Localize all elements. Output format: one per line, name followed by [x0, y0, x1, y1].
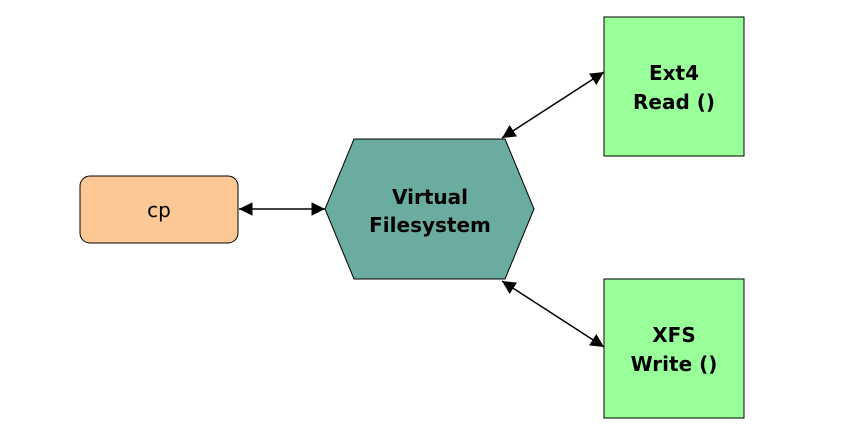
node-cp-label: cp [147, 198, 171, 222]
node-xfs: XFS Write () [603, 278, 745, 419]
edge-vfs-xfs [501, 280, 605, 348]
node-vfs-shape [324, 138, 535, 280]
node-ext4-label-line2: Read () [633, 90, 715, 114]
edge-vfs-ext4 [501, 71, 605, 139]
node-xfs-shape [603, 278, 745, 419]
node-cp-shape [79, 175, 239, 244]
node-vfs-label-line1: Virtual [392, 185, 468, 209]
node-xfs-label-line1: XFS [652, 323, 696, 347]
node-vfs-label-line2: Filesystem [369, 213, 491, 237]
node-virtual-filesystem: Virtual Filesystem [324, 138, 535, 280]
node-ext4-label-line1: Ext4 [649, 61, 699, 85]
node-cp: cp [79, 175, 239, 244]
node-xfs-label-line2: Write () [631, 352, 718, 376]
node-ext4-shape [603, 16, 745, 157]
node-ext4: Ext4 Read () [603, 16, 745, 157]
